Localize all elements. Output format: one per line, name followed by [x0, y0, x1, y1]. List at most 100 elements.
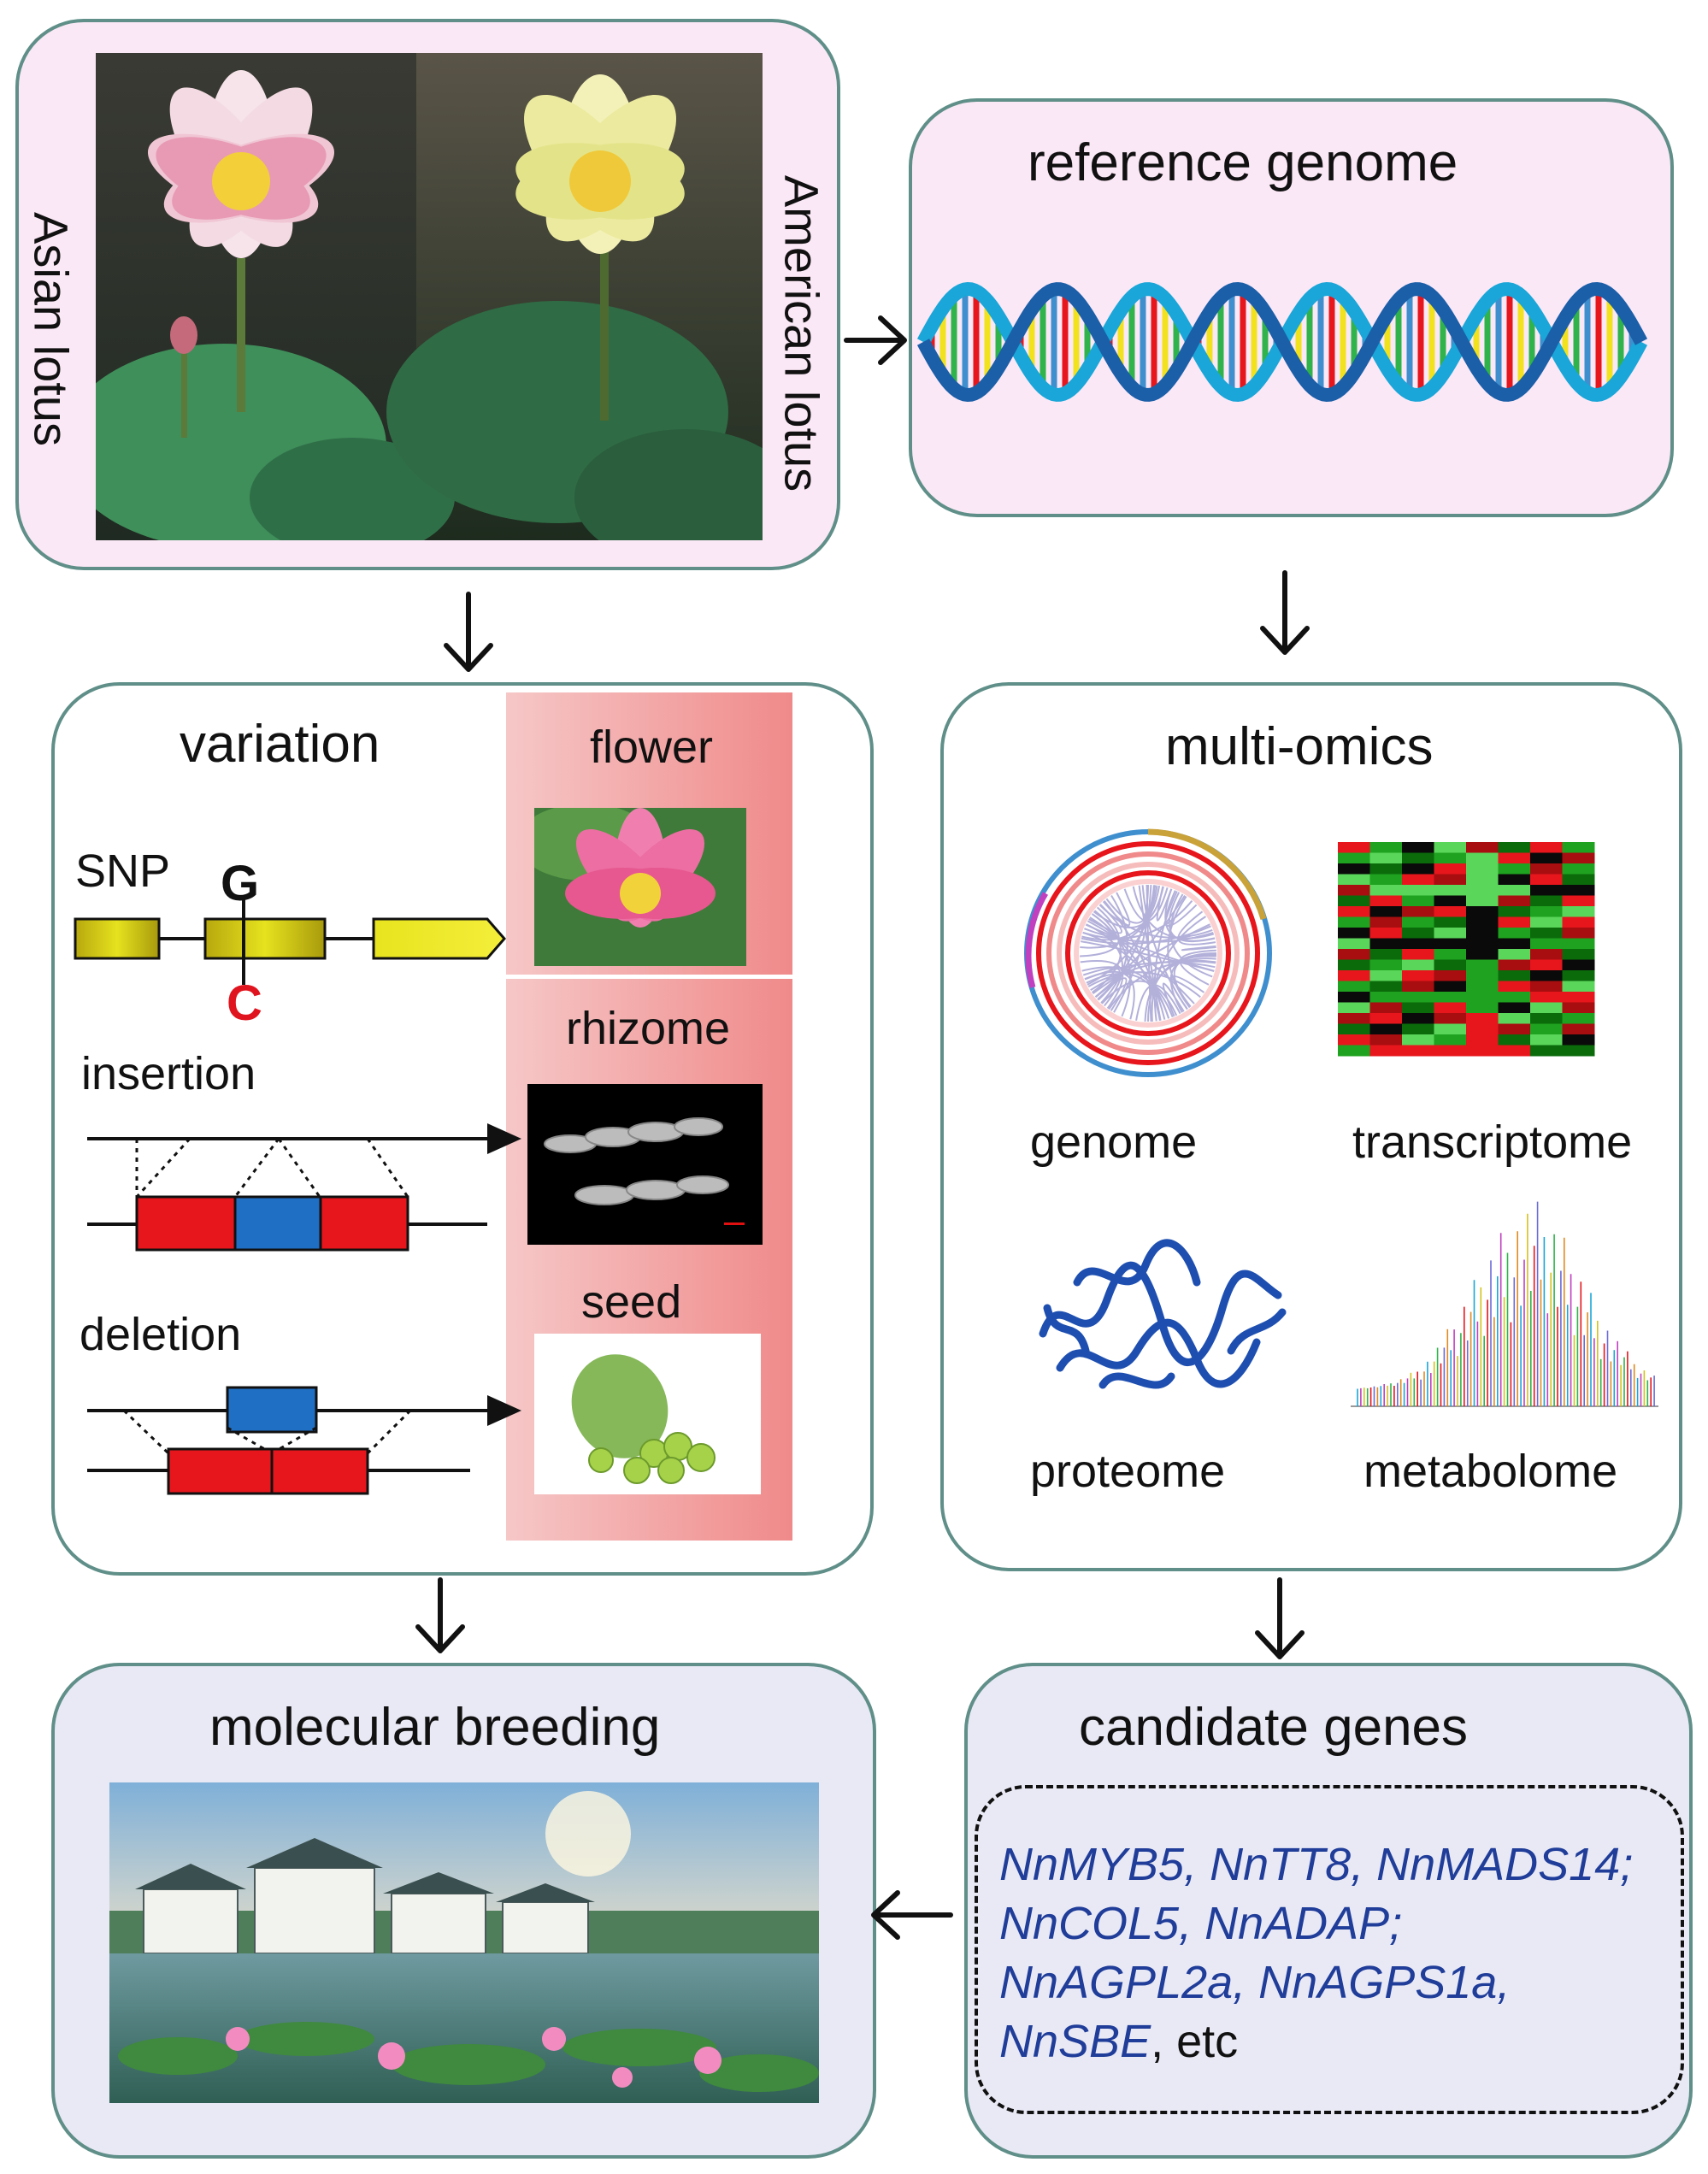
heatmap-cell [1530, 959, 1563, 971]
heatmap-cell [1369, 1045, 1403, 1057]
heatmap-cell [1369, 906, 1403, 917]
metabolome-label: metabolome [1363, 1446, 1618, 1497]
heatmap-cell [1466, 992, 1499, 1003]
heatmap-cell [1402, 981, 1434, 993]
heatmap-cell [1402, 1002, 1434, 1014]
heatmap-cell [1369, 863, 1403, 875]
circos-link [1146, 884, 1152, 1022]
proteome-label: proteome [1030, 1446, 1226, 1497]
heatmap-cell [1434, 1034, 1467, 1046]
heatmap-cell [1562, 916, 1595, 928]
heatmap-cell [1498, 970, 1531, 981]
gene-list-etc: , etc [1151, 2016, 1239, 2067]
circos-link [1091, 913, 1132, 1017]
heatmap-cell [1369, 949, 1403, 960]
heatmap-cell [1434, 916, 1467, 928]
heatmap-cell [1466, 1045, 1499, 1057]
heatmap-cell [1338, 959, 1370, 971]
multi-omics-title: multi-omics [1165, 717, 1434, 776]
circos-link [1108, 960, 1216, 1010]
heatmap-cell [1338, 981, 1370, 993]
arrow-lotus-to-variation [444, 592, 493, 672]
circos-link [1135, 984, 1181, 1021]
heatmap-cell [1562, 842, 1595, 853]
heatmap-cell [1434, 906, 1467, 917]
heatmap-cell [1498, 938, 1531, 950]
heatmap-cell [1402, 852, 1434, 864]
heatmap-cell [1562, 1023, 1595, 1035]
variation-title: variation [180, 715, 380, 774]
lotus-photo-illustration [96, 53, 763, 540]
transcriptome-heatmap [1338, 842, 1595, 1057]
heatmap-cell [1498, 1034, 1531, 1046]
heatmap-cell [1369, 1013, 1403, 1024]
heatmap-cell [1338, 970, 1370, 981]
heatmap-cell [1402, 970, 1434, 981]
arrow-reference-to-multiomics [1260, 570, 1310, 655]
trait-flower-label: flower [590, 722, 714, 773]
heatmap-cell [1530, 916, 1563, 928]
heatmap-cell [1369, 970, 1403, 981]
heatmap-cell [1530, 992, 1563, 1003]
heatmap-cell [1530, 895, 1563, 907]
circos-link [1101, 980, 1178, 1016]
flower-photo [534, 808, 746, 966]
heatmap-cell [1369, 842, 1403, 853]
heatmap-cell [1466, 1013, 1499, 1024]
heatmap-cell [1402, 949, 1434, 960]
heatmap-cell [1498, 852, 1531, 864]
heatmap-cell [1338, 863, 1370, 875]
heatmap-cell [1466, 928, 1499, 939]
arrow-lotus-to-reference [844, 315, 907, 365]
heatmap-cell [1434, 1023, 1467, 1035]
heatmap-cell [1369, 1002, 1403, 1014]
circos-link [1162, 982, 1185, 1017]
arrow-candidates-to-breeding [871, 1890, 953, 1940]
heatmap-cell [1338, 842, 1370, 853]
heatmap-cell [1562, 959, 1595, 971]
heatmap-cell [1466, 1034, 1499, 1046]
heatmap-cell [1530, 1002, 1563, 1014]
candidate-genes-panel [964, 1663, 1693, 2159]
gene-list-line-4: NnSBE, etc [999, 2015, 1238, 2068]
heatmap-cell [1402, 874, 1434, 886]
heatmap-cell [1498, 863, 1531, 875]
heatmap-cell [1402, 906, 1434, 917]
circos-link [1080, 960, 1124, 1010]
circos-link [1164, 888, 1216, 942]
heatmap-cell [1530, 1045, 1563, 1057]
heatmap-cell [1369, 938, 1403, 950]
heatmap-cell [1498, 916, 1531, 928]
genome-label: genome [1030, 1116, 1198, 1168]
circos-link [1141, 885, 1188, 1010]
flower-illustration [534, 808, 746, 966]
arrow-multiomics-to-candidates [1255, 1577, 1305, 1659]
heatmap-cell [1402, 959, 1434, 971]
heatmap-cell [1530, 842, 1563, 853]
heatmap-cell [1498, 842, 1531, 853]
circos-link [1081, 885, 1158, 941]
gene-list-line-1: NnMYB5, NnTT8, NnMADS14; [999, 1839, 1634, 1890]
heatmap-cell [1562, 981, 1595, 993]
heatmap-cell [1434, 1013, 1467, 1024]
heatmap-cell [1434, 1045, 1467, 1057]
circos-link [1144, 957, 1216, 1022]
heatmap-cell [1402, 1034, 1434, 1046]
heatmap-cell [1562, 1002, 1595, 1014]
heatmap-cell [1466, 895, 1499, 907]
heatmap-cell [1434, 992, 1467, 1003]
heatmap-cell [1402, 916, 1434, 928]
heatmap-cell [1369, 916, 1403, 928]
circos-link [1103, 900, 1166, 1020]
heatmap-cell [1369, 1023, 1403, 1035]
heatmap-cell [1402, 1023, 1434, 1035]
heatmap-cell [1402, 863, 1434, 875]
heatmap-cell [1402, 928, 1434, 939]
heatmap-cell [1434, 1002, 1467, 1014]
metabolome-spectrum [1351, 1201, 1658, 1407]
breeding-landscape-photo [109, 1782, 819, 2103]
heatmap-cell [1530, 1013, 1563, 1024]
heatmap-cell [1338, 916, 1370, 928]
heatmap-cell [1466, 842, 1499, 853]
